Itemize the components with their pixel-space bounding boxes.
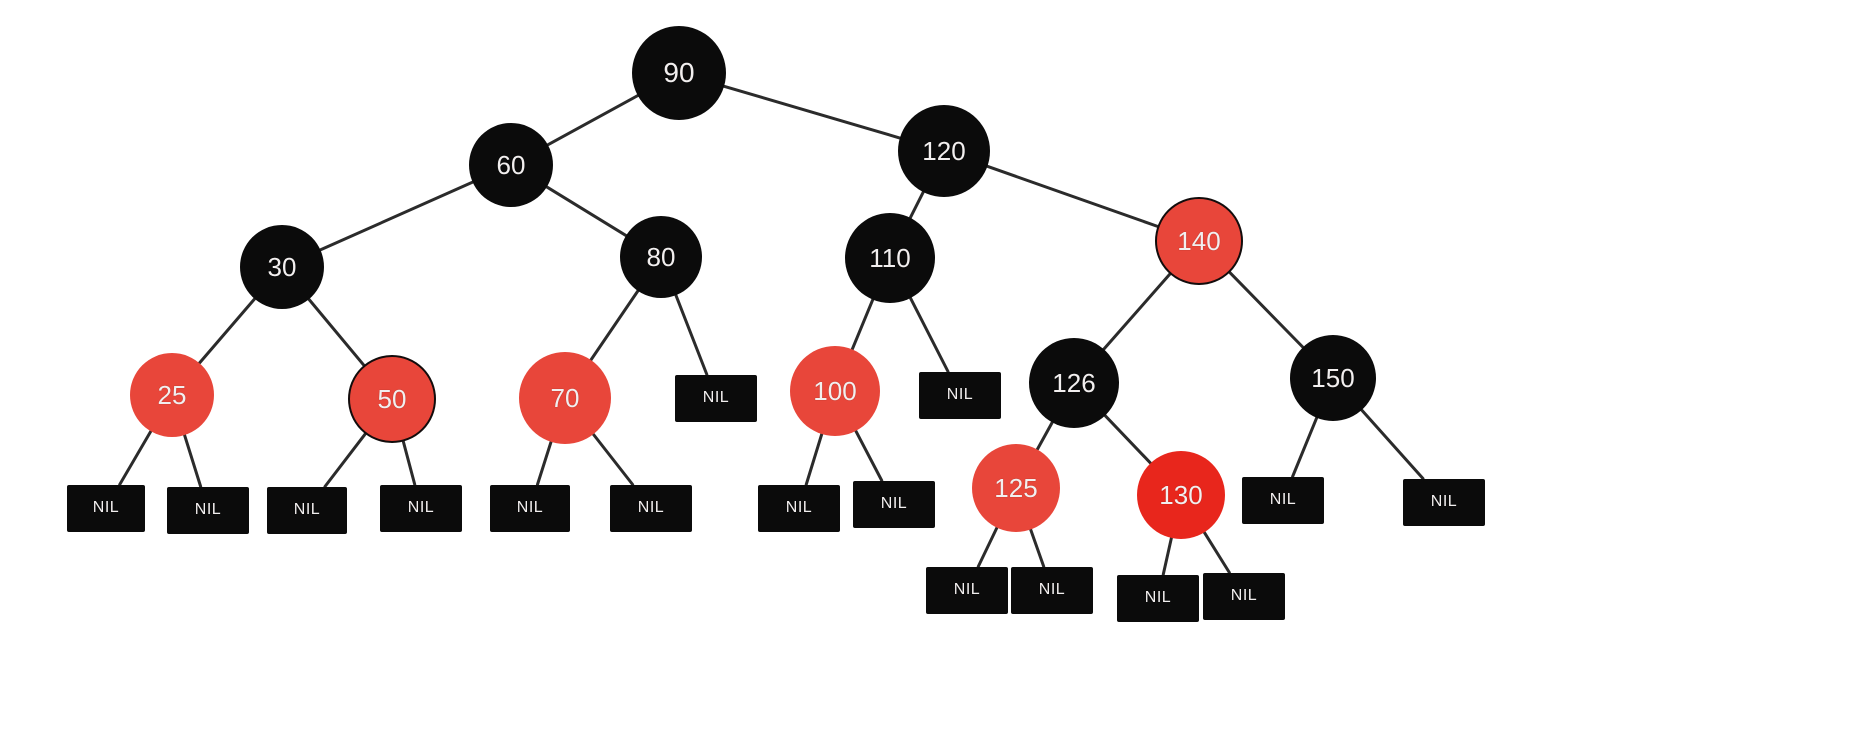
tree-edge-n125-l11 xyxy=(976,526,999,568)
tree-node-90: 90 xyxy=(632,26,726,120)
node-label: 25 xyxy=(157,380,187,410)
node-label: NIL xyxy=(516,499,544,516)
node-label: NIL xyxy=(194,501,222,518)
tree-node-125: 125 xyxy=(972,444,1060,532)
nil-leaf-node: NIL xyxy=(1203,572,1285,620)
node-label: NIL xyxy=(92,499,120,516)
nil-leaf-node: NIL xyxy=(167,486,249,534)
tree-node-70: 70 xyxy=(519,352,611,444)
node-label: 100 xyxy=(813,376,857,406)
node-label: 125 xyxy=(994,473,1038,503)
node-label: NIL xyxy=(407,499,435,516)
tree-edge-n90-n120 xyxy=(722,84,902,140)
tree-node-130: 130 xyxy=(1137,451,1225,539)
nil-leaf-node: NIL xyxy=(1242,476,1324,524)
tree-edge-n70-l5 xyxy=(535,440,553,486)
tree-node-150: 150 xyxy=(1290,335,1376,421)
tree-node-30: 30 xyxy=(240,225,324,309)
nil-leaf-node: NIL xyxy=(926,566,1008,614)
tree-node-60: 60 xyxy=(469,123,553,207)
node-label: 60 xyxy=(496,150,526,180)
node-label: NIL xyxy=(880,495,908,512)
nil-leaf-node: NIL xyxy=(853,480,935,528)
tree-edge-n120-n110 xyxy=(908,190,925,220)
node-label: NIL xyxy=(1430,493,1458,510)
nil-leaf-node: NIL xyxy=(380,484,462,532)
tree-edge-n126-n130 xyxy=(1103,414,1153,465)
tree-node-126: 126 xyxy=(1029,338,1119,428)
nil-leaf-node: NIL xyxy=(67,484,145,532)
tree-edge-n126-n125 xyxy=(1035,420,1054,451)
node-label: NIL xyxy=(293,501,321,518)
tree-node-100: 100 xyxy=(790,346,880,436)
node-label: 90 xyxy=(663,57,695,88)
nil-leaf-node: NIL xyxy=(675,374,757,422)
node-label: NIL xyxy=(1269,491,1297,508)
node-label: NIL xyxy=(1144,589,1172,606)
tree-edge-n50-l4 xyxy=(401,440,417,486)
node-label: NIL xyxy=(1230,587,1258,604)
tree-edge-n25-l1 xyxy=(118,429,153,486)
tree-edge-n60-n30 xyxy=(318,180,475,252)
tree-node-110: 110 xyxy=(845,213,935,303)
nil-leaf-node: NIL xyxy=(490,484,570,532)
node-label: 130 xyxy=(1159,480,1203,510)
tree-edge-n25-l2 xyxy=(183,433,203,488)
node-label: 70 xyxy=(550,383,580,413)
tree-edge-n140-n150 xyxy=(1228,270,1305,349)
tree-edge-n80-n70 xyxy=(589,289,640,362)
node-label: NIL xyxy=(637,499,665,516)
tree-edge-n150-l16 xyxy=(1360,408,1425,480)
tree-edge-n100-l9 xyxy=(854,429,884,482)
tree-edge-n110-n100 xyxy=(850,298,875,351)
tree-edge-n150-l15 xyxy=(1291,416,1319,478)
tree-edge-n30-n50 xyxy=(307,297,366,367)
node-label: 150 xyxy=(1311,363,1355,393)
tree-node-80: 80 xyxy=(620,216,702,298)
node-label: NIL xyxy=(1038,581,1066,598)
tree-edge-n120-n140 xyxy=(985,164,1160,228)
tree-edge-n140-n126 xyxy=(1102,272,1172,351)
tree-edge-n70-l6 xyxy=(591,432,635,486)
tree-edge-n60-n80 xyxy=(545,185,628,238)
node-label: 50 xyxy=(377,384,407,414)
node-label: NIL xyxy=(946,386,974,403)
node-label: 120 xyxy=(922,136,966,166)
nil-leaf-node: NIL xyxy=(267,486,347,534)
tree-edge-n90-n60 xyxy=(546,94,640,147)
tree-edge-n30-n25 xyxy=(197,297,257,365)
tree-edge-n130-l13 xyxy=(1161,536,1173,576)
tree-edge-n80-l7 xyxy=(674,293,709,376)
node-label: 140 xyxy=(1177,226,1221,256)
node-label: 80 xyxy=(646,242,676,272)
nil-leaf-node: NIL xyxy=(1117,574,1199,622)
tree-edge-n125-l12 xyxy=(1029,527,1046,568)
tree-edge-n50-l3 xyxy=(323,432,367,488)
tree-edge-n100-l8 xyxy=(804,432,824,486)
tree-edge-n110-l10 xyxy=(908,296,950,373)
node-label: 30 xyxy=(267,252,297,282)
node-label: NIL xyxy=(785,499,813,516)
node-label: 126 xyxy=(1052,368,1096,398)
tree-node-140: 140 xyxy=(1155,197,1243,285)
tree-node-120: 120 xyxy=(898,105,990,197)
node-label: NIL xyxy=(702,389,730,406)
nil-leaf-node: NIL xyxy=(1403,478,1485,526)
nil-leaf-node: NIL xyxy=(919,371,1001,419)
node-label: NIL xyxy=(953,581,981,598)
tree-node-25: 25 xyxy=(130,353,214,437)
nil-leaf-node: NIL xyxy=(610,484,692,532)
tree-edge-n130-l14 xyxy=(1202,530,1231,574)
node-label: 110 xyxy=(869,243,911,273)
nil-leaf-node: NIL xyxy=(1011,566,1093,614)
tree-node-50: 50 xyxy=(348,355,436,443)
nil-leaf-node: NIL xyxy=(758,484,840,532)
